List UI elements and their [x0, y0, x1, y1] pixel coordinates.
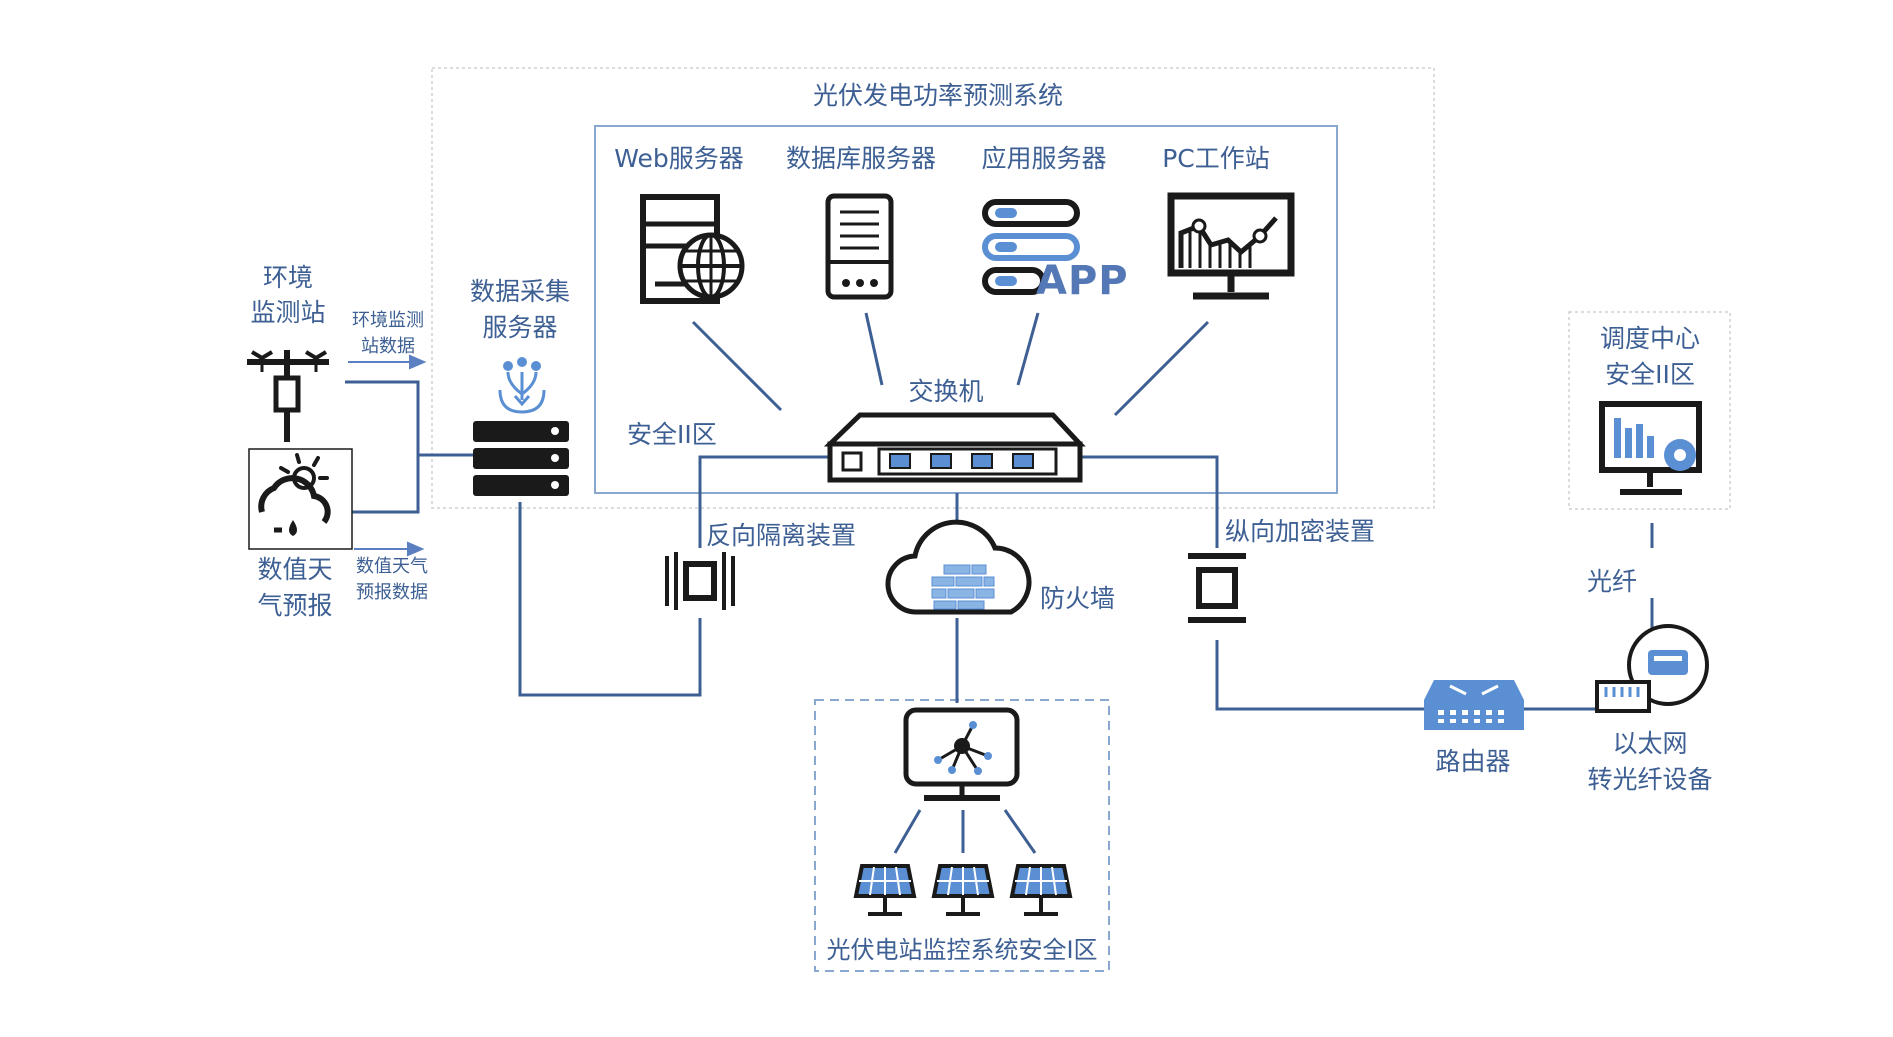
app-server-icon	[982, 199, 1080, 295]
dispatch-label-2: 安全II区	[1605, 360, 1695, 389]
weather-label-2: 气预报	[257, 591, 333, 620]
encryption-device-icon	[1188, 553, 1246, 623]
dispatch-monitor-icon	[1599, 401, 1702, 495]
collector-label-1: 数据采集	[469, 277, 571, 306]
encryption-label: 纵向加密装置	[1225, 517, 1376, 546]
firewall-icon	[885, 519, 1032, 615]
solar-panel-icon	[853, 864, 917, 916]
web-server-icon	[640, 194, 745, 304]
zone-ii-box	[594, 125, 1338, 494]
monitoring-zone-box	[814, 699, 1110, 972]
converter-label-1: 以太网	[1612, 729, 1688, 758]
prediction-system-boundary	[431, 67, 1435, 509]
monitoring-monitor-icon	[903, 707, 1020, 801]
web-server-label: Web服务器	[614, 144, 744, 173]
weather-forecast-icon	[248, 448, 353, 550]
system-title: 光伏发电功率预测系统	[812, 81, 1064, 110]
dispatch-label-1: 调度中心	[1599, 324, 1701, 353]
app-server-label: 应用服务器	[981, 144, 1107, 173]
reverse-isolation-icon	[665, 552, 735, 610]
router-label: 路由器	[1435, 747, 1511, 776]
weather-label-1: 数值天	[257, 555, 333, 584]
pc-workstation-label: PC工作站	[1162, 144, 1270, 173]
weather-data-label-2: 预报数据	[356, 582, 428, 603]
converter-label-2: 转光纤设备	[1587, 765, 1713, 794]
solar-panel-icon	[931, 864, 995, 916]
monitoring-zone-label: 光伏电站监控系统安全I区	[826, 936, 1098, 964]
data-collection-server-icon	[473, 357, 569, 496]
data-arrows	[348, 354, 427, 557]
switch-icon	[823, 412, 1086, 483]
app-badge: APP	[1036, 258, 1129, 304]
env-data-label-2: 站数据	[361, 336, 415, 357]
env-data-label-1: 环境监测	[352, 310, 424, 331]
zone-ii-label: 安全II区	[627, 420, 717, 449]
env-station-label-1: 环境	[262, 263, 314, 292]
database-server-label: 数据库服务器	[785, 144, 937, 173]
database-server-icon	[825, 193, 894, 300]
env-station-label-2: 监测站	[250, 298, 326, 327]
weather-data-label-1: 数值天气	[356, 556, 428, 577]
firewall-label: 防火墙	[1040, 584, 1116, 613]
solar-panel-icon	[1009, 864, 1073, 916]
switch-label: 交换机	[908, 377, 984, 406]
weather-station-icon	[247, 350, 329, 442]
router-icon	[1424, 680, 1524, 730]
collector-label-2: 服务器	[482, 313, 558, 342]
dispatch-boundary	[1568, 311, 1731, 510]
pc-workstation-icon	[1167, 192, 1295, 300]
reverse-isolation-label: 反向隔离装置	[706, 521, 857, 550]
fiber-label: 光纤	[1586, 567, 1638, 596]
fiber-converter-icon	[1595, 624, 1709, 713]
